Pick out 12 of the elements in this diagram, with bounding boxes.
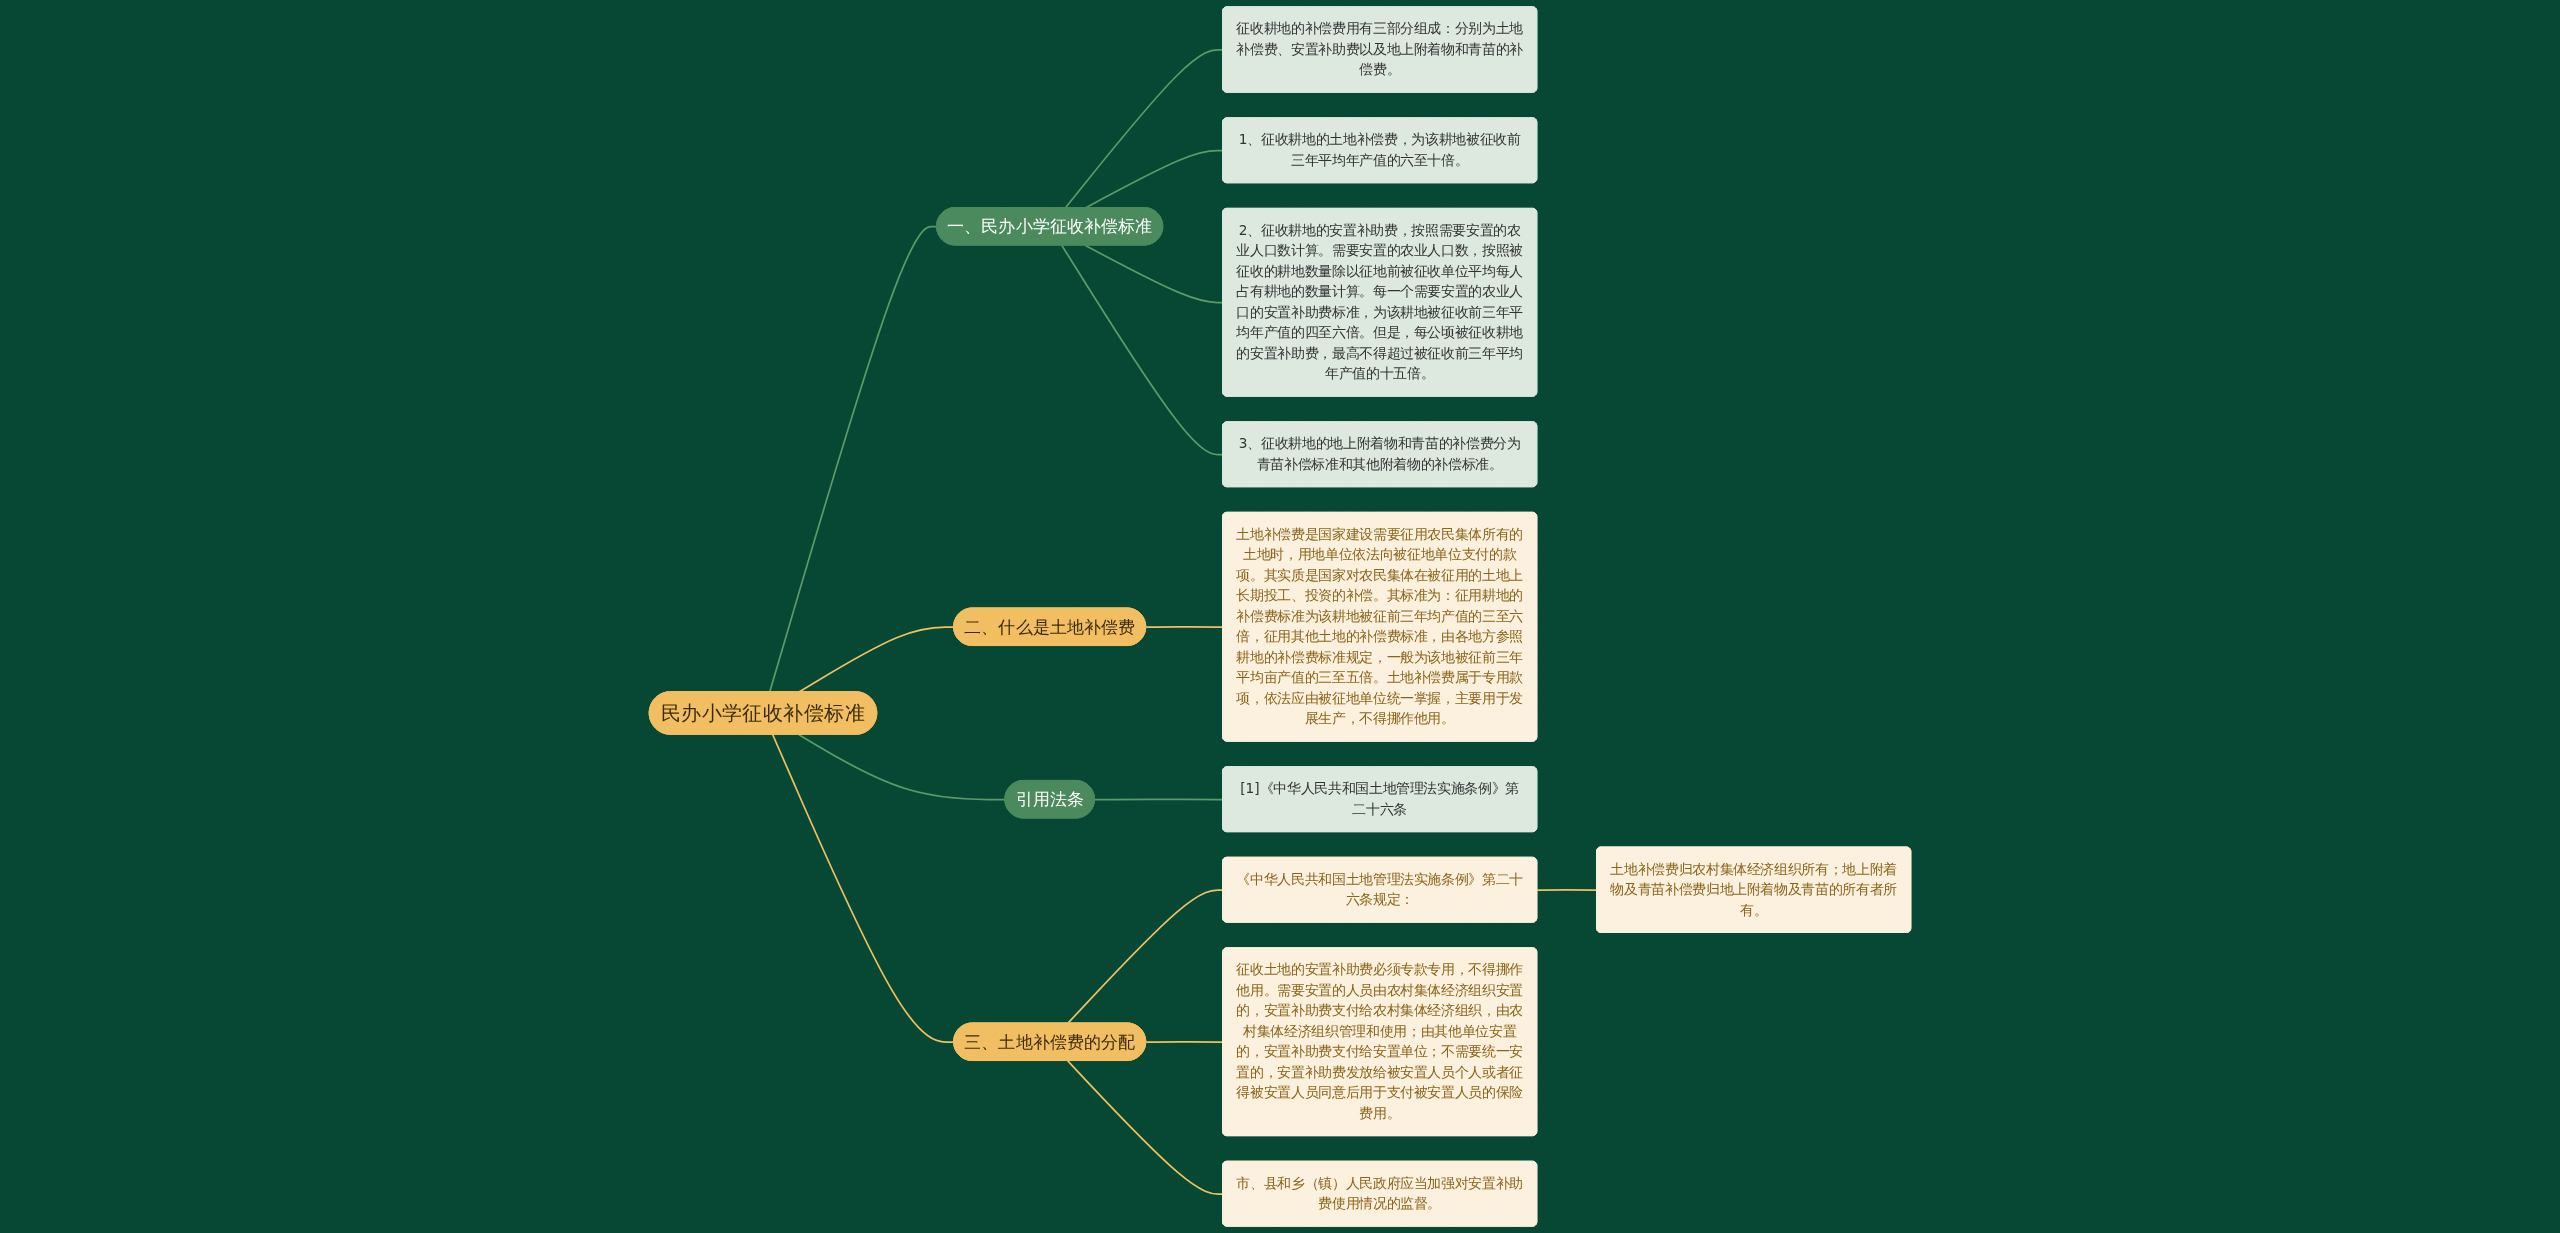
connector <box>1084 244 1224 304</box>
connector <box>1066 1060 1224 1195</box>
connector <box>768 225 938 693</box>
connector <box>1536 889 1598 892</box>
connector <box>1094 798 1224 801</box>
connector <box>1084 149 1224 209</box>
connector <box>1061 244 1224 456</box>
connector <box>1145 1041 1224 1043</box>
connector <box>1145 626 1224 629</box>
connector <box>1064 49 1224 209</box>
connector <box>771 733 955 1043</box>
connector <box>798 626 955 693</box>
